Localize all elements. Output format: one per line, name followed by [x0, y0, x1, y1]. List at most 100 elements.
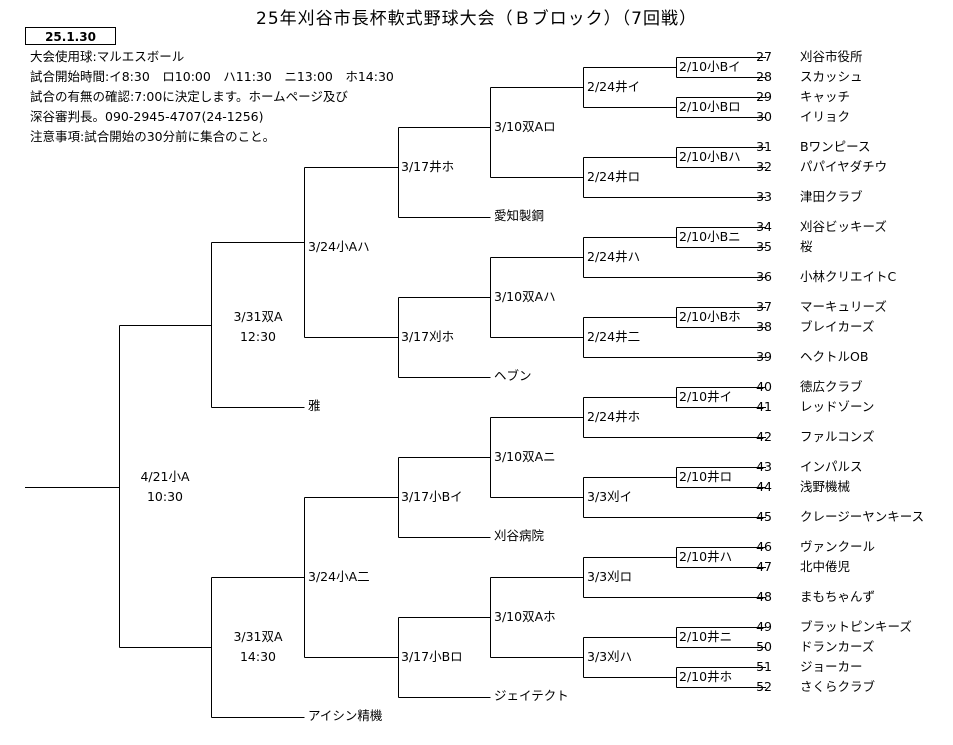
team-name: Bワンピース: [800, 139, 871, 154]
match-label: 2/10小Bニ: [679, 229, 741, 244]
team-name: 徳広クラブ: [800, 379, 863, 394]
team-name: ドランカーズ: [800, 639, 875, 654]
semifinal-date: 3/31双A: [233, 629, 283, 644]
match-label: 2/10井イ: [679, 389, 733, 404]
team-number: 44: [756, 479, 772, 494]
team-name: スカッシュ: [800, 69, 863, 84]
team-name: 刈谷ビッキーズ: [800, 219, 887, 234]
team-name: インパルス: [800, 459, 863, 474]
team-number: 34: [756, 219, 772, 234]
match-label: 2/10小Bイ: [679, 59, 741, 74]
team-number: 49: [756, 619, 772, 634]
team-name: 津田クラブ: [800, 189, 863, 204]
team-number: 32: [756, 159, 772, 174]
team-number: 36: [756, 269, 772, 284]
team-number: 51: [756, 659, 772, 674]
page-title: 25年刈谷市長杯軟式野球大会（Ｂブロック）（7回戦）: [256, 9, 697, 29]
final-date: 4/21小A: [140, 469, 190, 484]
team-name: マーキュリーズ: [800, 299, 887, 314]
team-number: 40: [756, 379, 772, 394]
info-contact: 深谷審判長。090-2945-4707(24-1256): [30, 109, 264, 124]
team-number: 31: [756, 139, 772, 154]
seed-team: ヘブン: [494, 368, 532, 383]
team-number: 39: [756, 349, 772, 364]
match-label: 3/17井ホ: [401, 159, 455, 174]
team-name: ジョーカー: [800, 659, 863, 674]
team-name: キャッチ: [800, 89, 851, 104]
team-name: 桜: [800, 239, 813, 254]
team-number: 48: [756, 589, 772, 604]
team-name: レッドゾーン: [800, 399, 875, 414]
team-number: 37: [756, 299, 772, 314]
team-name: ヴァンクール: [800, 539, 876, 554]
seed-team: ジェイテクト: [494, 688, 569, 703]
match-label: 3/3刈ロ: [587, 569, 633, 584]
team-name: 刈谷市役所: [800, 49, 863, 64]
team-name: まもちゃんず: [800, 589, 876, 604]
team-name: クレージーヤンキース: [800, 509, 925, 524]
match-label: 2/10井ニ: [679, 629, 733, 644]
team-name: 浅野機械: [800, 479, 851, 494]
match-label: 3/17小Bイ: [401, 489, 463, 504]
match-label: 2/10井ロ: [679, 469, 733, 484]
match-label: 2/24井ロ: [587, 169, 641, 184]
team-name: ブラットピンキーズ: [800, 619, 912, 634]
team-number: 33: [756, 189, 772, 204]
semifinal-date: 3/31双A: [233, 309, 283, 324]
team-name: 北中倦児: [800, 559, 851, 574]
team-number: 47: [756, 559, 772, 574]
team-number: 43: [756, 459, 772, 474]
match-label: 3/17刈ホ: [401, 329, 455, 344]
team-number: 42: [756, 429, 772, 444]
team-name: ファルコンズ: [800, 429, 875, 444]
info-start-times: 試合開始時間:イ8:30 ロ10:00 ハ11:30 ニ13:00 ホ14:30: [30, 69, 394, 84]
match-label: 2/10井ホ: [679, 669, 733, 684]
match-label: 3/10双Aホ: [494, 609, 556, 624]
team-number: 30: [756, 109, 772, 124]
team-name: パパイヤダチウ: [800, 159, 888, 174]
seed-team: 刈谷病院: [494, 528, 545, 543]
info-notice: 注意事項:試合開始の30分前に集合のこと。: [30, 129, 276, 144]
match-label: 3/10双Aハ: [494, 289, 556, 304]
match-label: 3/24小Aハ: [308, 239, 370, 254]
match-label: 2/24井ホ: [587, 409, 641, 424]
team-number: 29: [756, 89, 772, 104]
team-name: さくらクラブ: [800, 679, 876, 694]
team-number: 46: [756, 539, 772, 554]
match-label: 3/10双Aロ: [494, 119, 556, 134]
semifinal-time: 12:30: [239, 329, 277, 344]
team-name: 小林クリエイトC: [800, 269, 897, 284]
team-number: 41: [756, 399, 772, 414]
match-label: 2/10小Bロ: [679, 99, 741, 114]
match-label: 2/10小Bホ: [679, 309, 741, 324]
match-label: 2/24井ハ: [587, 249, 641, 264]
team-number: 50: [756, 639, 772, 654]
seed-team: 愛知製鋼: [494, 208, 545, 223]
match-label: 3/17小Bロ: [401, 649, 463, 664]
final-time: 10:30: [146, 489, 184, 504]
match-label: 3/10双Aニ: [494, 449, 556, 464]
team-number: 35: [756, 239, 772, 254]
team-name: ブレイカーズ: [800, 319, 875, 334]
match-label: 3/3刈ハ: [587, 649, 633, 664]
match-label: 2/24井イ: [587, 79, 641, 94]
date-box: 25.1.30: [25, 27, 116, 45]
team-number: 52: [756, 679, 772, 694]
team-name: イリョク: [800, 109, 851, 124]
match-label: 2/24井二: [587, 329, 641, 344]
team-number: 27: [756, 49, 772, 64]
team-name: ヘクトルOB: [800, 349, 869, 364]
seed-team: 雅: [308, 398, 321, 413]
team-number: 45: [756, 509, 772, 524]
seed-team: アイシン精機: [308, 708, 383, 723]
semifinal-time: 14:30: [239, 649, 277, 664]
match-label: 3/24小A二: [308, 569, 370, 584]
match-label: 2/10井ハ: [679, 549, 733, 564]
info-confirmation: 試合の有無の確認:7:00に決定します。ホームページ及び: [30, 89, 348, 104]
match-label: 2/10小Bハ: [679, 149, 741, 164]
info-ball: 大会使用球:マルエスボール: [30, 49, 185, 64]
match-label: 3/3刈イ: [587, 489, 633, 504]
team-number: 38: [756, 319, 772, 334]
